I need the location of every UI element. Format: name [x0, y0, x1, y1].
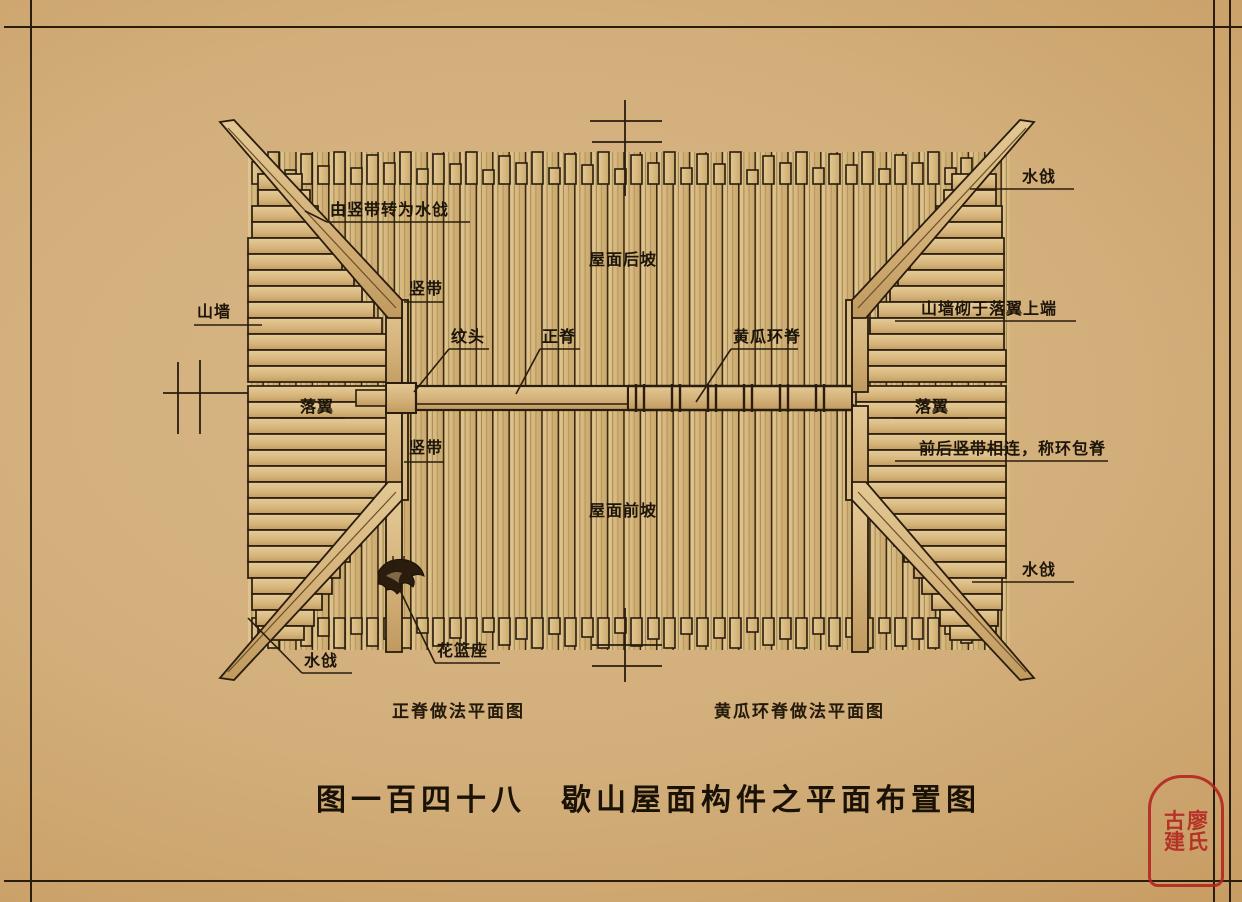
- label-shuiqiang-bottom-right: 水戗: [1022, 560, 1057, 579]
- frame-left-line: [30, 0, 32, 902]
- frame-top-line: [4, 26, 1242, 28]
- frame-right-outer-line: [1229, 0, 1231, 902]
- label-shanqiang-left: 山墙: [197, 302, 232, 321]
- page-title: 图一百四十八 歇山屋面构件之平面布置图: [316, 783, 981, 818]
- centerline-bottom: [592, 608, 662, 682]
- corner-ridge-bottom-left: [218, 481, 403, 681]
- label-shanqiang-on-luoyi: 山墙砌于落翼上端: [921, 299, 1058, 318]
- label-wumian-houpo: 屋面后坡: [589, 250, 658, 269]
- label-wentou: 纹头: [451, 327, 486, 346]
- label-zhengji: 正脊: [542, 327, 577, 346]
- caption-zhengji-plan: 正脊做法平面图: [392, 702, 525, 722]
- artist-seal: 古建 廖氏: [1148, 775, 1224, 887]
- label-wumian-qianpo: 屋面前坡: [589, 501, 658, 520]
- caption-huanji-plan: 黄瓜环脊做法平面图: [714, 702, 885, 722]
- label-shuiqiang-top-right: 水戗: [1022, 167, 1057, 186]
- label-shuzai-lower: 竖带: [409, 438, 444, 457]
- label-shuzai-upper: 竖带: [409, 279, 444, 298]
- label-huanbaoji: 前后竖带相连，称环包脊: [919, 439, 1107, 458]
- corner-ridge-bottom-right: [851, 481, 1036, 681]
- cucumber-ring-ridge: [627, 384, 853, 412]
- label-shuiqiang-bottom-left: 水戗: [304, 651, 339, 670]
- seal-characters: 古建 廖氏: [1151, 778, 1221, 884]
- label-huanggua-huanji: 黄瓜环脊: [733, 327, 802, 346]
- centerline-top: [590, 100, 662, 196]
- frame-right-line: [1213, 0, 1215, 902]
- corner-ridge-top-right: [851, 119, 1036, 319]
- label-zhudai-to-shuiqiang: 由竖带转为水戗: [330, 200, 450, 219]
- frame-bottom-line: [4, 880, 1242, 882]
- flower-basket-ornament: [377, 556, 425, 595]
- label-luoyi-left: 落翼: [300, 397, 335, 416]
- centerline-left: [163, 360, 248, 434]
- seal-column-left: 古建: [1164, 807, 1185, 854]
- corner-ridge-top-left: [218, 119, 403, 319]
- label-hualanzuo: 花篮座: [437, 641, 489, 660]
- label-luoyi-right: 落翼: [915, 397, 950, 416]
- main-ridge-zhengji: [355, 382, 630, 414]
- seal-column-right: 廖氏: [1187, 807, 1208, 854]
- leader-lines: [194, 188, 1108, 674]
